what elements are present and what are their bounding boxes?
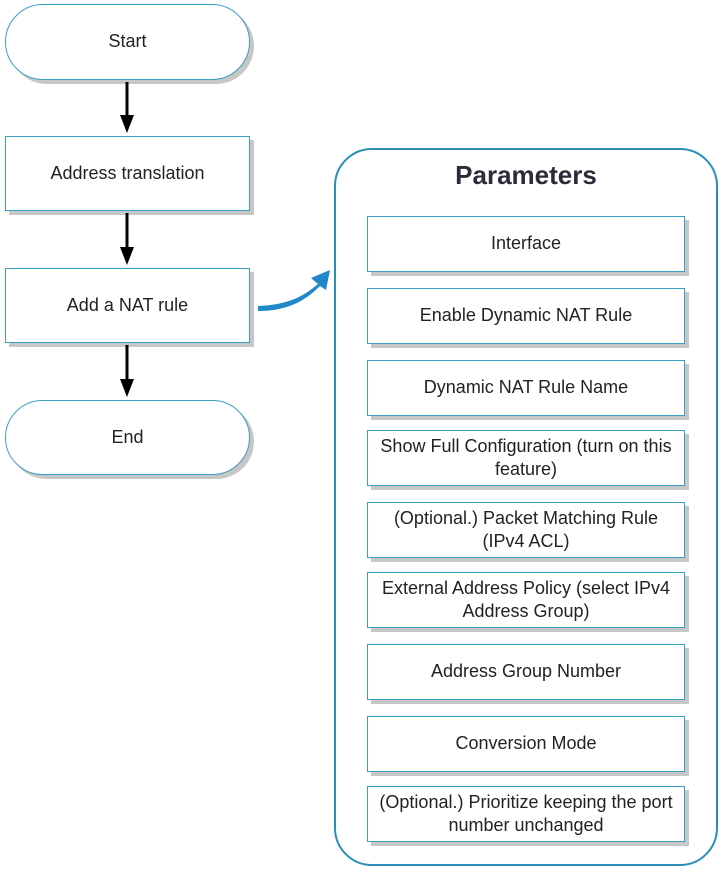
parameter-box: Address Group Number	[367, 644, 685, 700]
parameter-label: (Optional.) Prioritize keeping the port …	[379, 791, 673, 835]
start-node: Start	[5, 4, 250, 80]
parameter-box: (Optional.) Packet Matching Rule (IPv4 A…	[367, 502, 685, 558]
parameter-label: Show Full Configuration (turn on this fe…	[380, 435, 672, 479]
parameters-title: Parameters	[455, 160, 597, 190]
parameter-label: (Optional.) Packet Matching Rule (IPv4 A…	[393, 507, 659, 551]
parameter-box: Dynamic NAT Rule Name	[367, 360, 685, 416]
address-translation-node: Address translation	[5, 136, 250, 211]
parameter-box: Enable Dynamic NAT Rule	[367, 288, 685, 344]
parameter-label: Dynamic NAT Rule Name	[423, 377, 629, 398]
parameter-box: (Optional.) Prioritize keeping the port …	[367, 786, 685, 842]
flow-arrow-address-to-nat	[120, 213, 134, 265]
parameter-box: Show Full Configuration (turn on this fe…	[367, 430, 685, 486]
start-node-label: Start	[108, 31, 147, 52]
flow-arrow-start-to-address	[120, 82, 134, 133]
parameter-label: Enable Dynamic NAT Rule	[419, 305, 633, 326]
add-nat-rule-label: Add a NAT rule	[66, 294, 189, 315]
flow-arrow-nat-to-end	[120, 345, 134, 397]
parameter-label: Address Group Number	[430, 661, 622, 682]
add-nat-rule-node: Add a NAT rule	[5, 268, 250, 343]
address-translation-label: Address translation	[50, 162, 205, 183]
parameter-label: Interface	[490, 233, 562, 254]
parameter-box: Interface	[367, 216, 685, 272]
curved-arrow-to-parameters	[258, 270, 330, 311]
end-node-label: End	[111, 426, 144, 447]
parameter-box: External Address Policy (select IPv4 Add…	[367, 572, 685, 628]
parameter-label: Conversion Mode	[455, 733, 597, 754]
end-node: End	[5, 400, 250, 475]
parameter-box: Conversion Mode	[367, 716, 685, 772]
parameter-label: External Address Policy (select IPv4 Add…	[381, 577, 671, 621]
